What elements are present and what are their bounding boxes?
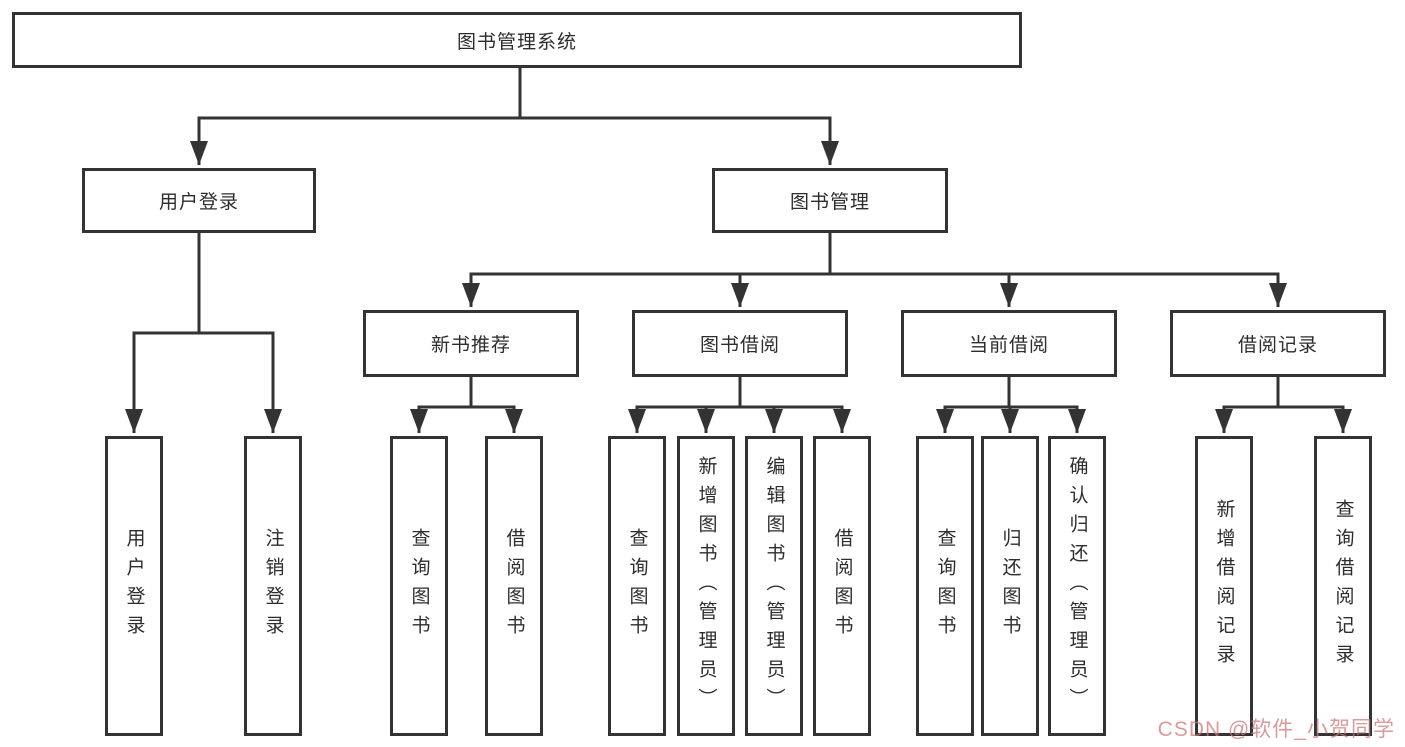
leaf-label: 查询图书 [408, 528, 430, 644]
leaf-query-books-borrowing: 查询图书 [608, 436, 666, 736]
leaf-query-borrow-record: 查询借阅记录 [1314, 436, 1372, 736]
leaf-label: 查询图书 [934, 528, 956, 644]
leaf-label: 归还图书 [999, 528, 1021, 644]
leaf-label: 编辑图书（管理员） [763, 455, 785, 717]
leaf-label: 确认归还（管理员） [1066, 455, 1088, 717]
leaf-label: 查询图书 [626, 528, 648, 644]
node-book-borrowing: 图书借阅 [632, 310, 848, 377]
leaf-label: 查询借阅记录 [1332, 499, 1354, 673]
node-user-login: 用户登录 [82, 168, 316, 233]
leaf-label: 新增图书（管理员） [695, 455, 717, 717]
node-root-library-system: 图书管理系统 [12, 12, 1022, 68]
leaf-borrow-books: 借阅图书 [813, 436, 871, 736]
node-label: 图书借阅 [699, 335, 780, 356]
node-borrowing-records: 借阅记录 [1170, 310, 1386, 377]
node-label: 新书推荐 [430, 335, 511, 356]
leaf-confirm-return-admin: 确认归还（管理员） [1048, 436, 1106, 736]
node-label: 当前借阅 [968, 335, 1049, 356]
leaf-query-books-current: 查询图书 [916, 436, 974, 736]
csdn-watermark: CSDN @软件_小贺同学 [1157, 718, 1395, 741]
leaf-edit-books-admin: 编辑图书（管理员） [745, 436, 803, 736]
leaf-return-books: 归还图书 [981, 436, 1039, 736]
leaf-borrow-books-recommend: 借阅图书 [485, 436, 543, 736]
node-label: 图书管理 [789, 192, 870, 213]
node-book-management: 图书管理 [712, 168, 948, 233]
leaf-label: 借阅图书 [503, 528, 525, 644]
node-label: 用户登录 [158, 192, 239, 213]
node-new-book-recommend: 新书推荐 [363, 310, 579, 377]
leaf-label: 借阅图书 [831, 528, 853, 644]
leaf-label: 用户登录 [123, 528, 145, 644]
node-current-borrowing: 当前借阅 [901, 310, 1117, 377]
leaf-label: 新增借阅记录 [1213, 499, 1235, 673]
leaf-label: 注销登录 [262, 528, 284, 644]
leaf-logout: 注销登录 [244, 436, 302, 736]
leaf-user-login: 用户登录 [105, 436, 163, 736]
node-label: 图书管理系统 [456, 31, 577, 53]
node-label: 借阅记录 [1237, 335, 1318, 356]
leaf-add-borrow-record: 新增借阅记录 [1195, 436, 1253, 736]
leaf-add-books-admin: 新增图书（管理员） [677, 436, 735, 736]
leaf-query-books-recommend: 查询图书 [390, 436, 448, 736]
